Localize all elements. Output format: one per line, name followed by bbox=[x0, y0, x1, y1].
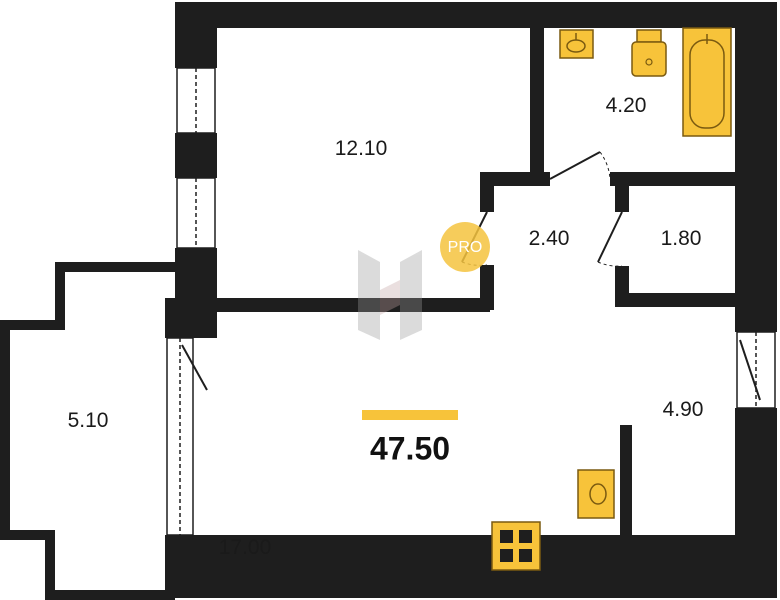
room-bedroom-area: 12.10 bbox=[334, 137, 388, 160]
room-living-area: 17.00 bbox=[218, 536, 272, 559]
windows bbox=[166, 67, 776, 536]
stove-icon bbox=[491, 521, 541, 571]
toilet-icon bbox=[631, 29, 667, 77]
room-balcony-area: 5.10 bbox=[67, 409, 109, 432]
pro-badge-label: PRO bbox=[447, 239, 483, 256]
room-bathroom-area: 4.20 bbox=[605, 94, 647, 117]
kitchen-sink-icon bbox=[577, 469, 615, 519]
pro-badge bbox=[440, 222, 490, 272]
total-area-underline bbox=[362, 410, 458, 420]
bathtub-icon bbox=[682, 27, 732, 137]
total-area: 47.50 bbox=[369, 430, 451, 467]
room-kitchen-area: 4.90 bbox=[662, 398, 704, 421]
room-toilet-area: 1.80 bbox=[660, 227, 702, 250]
sink-icon bbox=[559, 29, 594, 59]
room-hall-area: 2.40 bbox=[528, 227, 570, 250]
doors bbox=[181, 151, 761, 401]
watermark-logo bbox=[358, 250, 422, 340]
